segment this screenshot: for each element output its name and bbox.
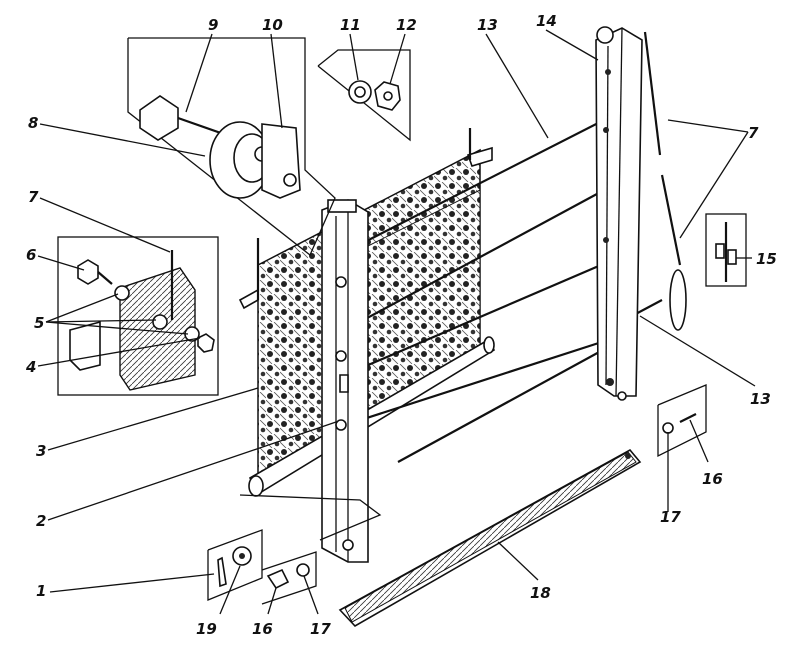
label-7-left: 7 [28, 188, 39, 206]
label-8: 8 [28, 114, 38, 132]
label-6: 6 [26, 246, 36, 264]
label-12: 12 [396, 16, 417, 34]
label-10: 10 [262, 16, 283, 34]
label-9: 9 [208, 16, 218, 34]
label-17-right: 17 [660, 508, 681, 526]
label-16-bottom: 16 [252, 620, 273, 638]
label-15: 15 [756, 250, 777, 268]
label-7-right: 7 [748, 124, 759, 142]
callout-labels: 1 2 3 4 5 6 7 7 8 9 10 11 12 13 13 14 15… [25, 12, 777, 638]
inset-ring [705, 213, 747, 287]
inset-clip-washer [207, 494, 382, 605]
cover-strip [338, 448, 642, 628]
ropes [643, 31, 687, 331]
label-5: 5 [34, 314, 44, 332]
label-3: 3 [36, 442, 46, 460]
label-19: 19 [196, 620, 217, 638]
label-4: 4 [25, 358, 36, 376]
inset-clamp-assembly [57, 236, 219, 396]
left-bracket [321, 199, 369, 563]
inset-bolt-washer [127, 37, 336, 257]
label-1: 1 [36, 582, 46, 600]
label-14: 14 [536, 12, 557, 30]
inset-screw-right [657, 384, 707, 458]
inset-washer-nut [317, 49, 411, 142]
right-bracket [595, 26, 643, 401]
label-18: 18 [530, 584, 551, 602]
leader-lines [37, 29, 756, 615]
label-11: 11 [340, 16, 361, 34]
label-13-right: 13 [750, 390, 771, 408]
label-2: 2 [36, 512, 46, 530]
label-13-top: 13 [477, 16, 498, 34]
support-rods [344, 117, 663, 463]
label-17-bottom: 17 [310, 620, 331, 638]
label-16-right: 16 [702, 470, 723, 488]
